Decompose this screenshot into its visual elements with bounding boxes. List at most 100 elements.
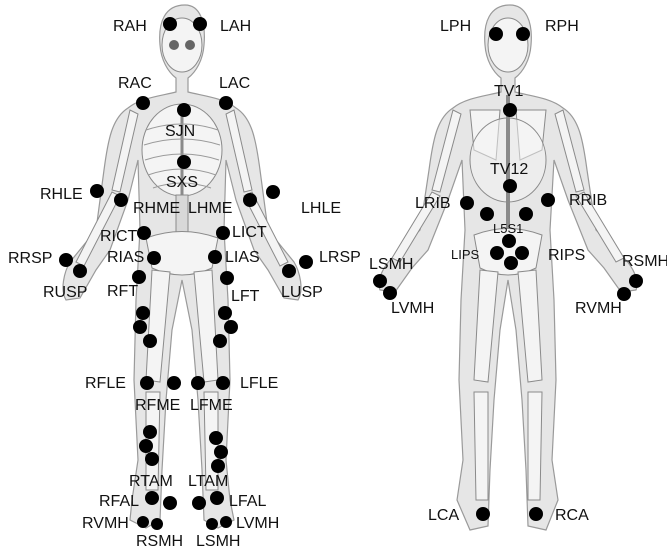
- marker-RIAS: [147, 251, 161, 265]
- marker-SJN: [177, 103, 191, 117]
- label-RIPS: RIPS: [548, 247, 585, 264]
- marker-RFME: [167, 376, 181, 390]
- label-LSMH: LSMH: [196, 533, 240, 550]
- marker-L-thigh-3: [213, 334, 227, 348]
- label-RPH: RPH: [545, 18, 579, 35]
- marker-RRSP: [59, 253, 73, 267]
- label-RTAM: RTAM: [129, 473, 173, 490]
- marker-RSMH: [629, 274, 643, 288]
- marker-L-shank-2: [214, 445, 228, 459]
- marker-RHLE: [90, 184, 104, 198]
- marker-R-thigh-3: [143, 334, 157, 348]
- marker-L5S1-right: [519, 207, 533, 221]
- label-RAC: RAC: [118, 75, 152, 92]
- marker-RFAL: [163, 496, 177, 510]
- marker-LFLE: [216, 376, 230, 390]
- label-LRIB: LRIB: [415, 195, 451, 212]
- label-RVMH: RVMH: [82, 515, 129, 532]
- marker-RSMH: [151, 518, 163, 530]
- label-LRSP: LRSP: [319, 249, 361, 266]
- label-LFME: LFME: [190, 397, 233, 414]
- label-RVMH: RVMH: [575, 300, 622, 317]
- label-TV12: TV12: [490, 161, 528, 178]
- marker-RAH: [163, 17, 177, 31]
- marker-RFLE: [140, 376, 154, 390]
- label-LAH: LAH: [220, 18, 251, 35]
- marker-LIAS: [208, 250, 222, 264]
- label-RIAS: RIAS: [107, 249, 144, 266]
- label-LIAS: LIAS: [225, 249, 260, 266]
- marker-LAH: [193, 17, 207, 31]
- label-LFT: LFT: [231, 288, 260, 305]
- label-RRSP: RRSP: [8, 250, 52, 267]
- marker-LHLE: [266, 185, 280, 199]
- marker-R-shank-1: [143, 425, 157, 439]
- marker-L5S1-left: [480, 207, 494, 221]
- marker-sacral: [504, 256, 518, 270]
- label-LPH: LPH: [440, 18, 471, 35]
- marker-RUSP: [73, 264, 87, 278]
- marker-LFT: [220, 271, 234, 285]
- marker-R-thigh-2: [133, 320, 147, 334]
- marker-RAC: [136, 96, 150, 110]
- marker-RFT: [132, 270, 146, 284]
- label-L5S1: L5S1: [493, 221, 523, 236]
- label-LAC: LAC: [219, 75, 250, 92]
- label-RHLE: RHLE: [40, 186, 83, 203]
- label-LVMH: LVMH: [236, 515, 279, 532]
- marker-SXS: [177, 155, 191, 169]
- label-RUSP: RUSP: [43, 284, 87, 301]
- label-RSMH: RSMH: [622, 253, 667, 270]
- marker-LVMH: [220, 516, 232, 528]
- marker-RPH: [516, 27, 530, 41]
- label-LHLE: LHLE: [301, 200, 341, 217]
- marker-LIPS: [490, 246, 504, 260]
- label-RFT: RFT: [107, 283, 138, 300]
- label-LUSP: LUSP: [281, 284, 323, 301]
- marker-LPH: [489, 27, 503, 41]
- marker-LRIB: [460, 196, 474, 210]
- marker-RTAM: [145, 491, 159, 505]
- label-SJN: SJN: [165, 123, 195, 140]
- front-figure: [63, 5, 301, 528]
- marker-LTAM: [210, 491, 224, 505]
- label-LFAL: LFAL: [229, 493, 266, 510]
- marker-L-shank-3: [211, 459, 225, 473]
- marker-LFME: [191, 376, 205, 390]
- marker-LFAL: [192, 496, 206, 510]
- label-RSMH: RSMH: [136, 533, 183, 550]
- marker-RHME: [114, 193, 128, 207]
- marker-LRSP: [299, 255, 313, 269]
- marker-TV12: [503, 179, 517, 193]
- marker-LAC: [219, 96, 233, 110]
- label-LFLE: LFLE: [240, 375, 278, 392]
- marker-RVMH: [617, 287, 631, 301]
- marker-R-shank-2: [139, 439, 153, 453]
- label-RRIB: RRIB: [569, 192, 607, 209]
- marker-L5S1: [502, 234, 516, 248]
- label-LSMH: LSMH: [369, 256, 413, 273]
- label-RCA: RCA: [555, 507, 589, 524]
- label-TV1: TV1: [494, 83, 523, 100]
- marker-LSMH: [373, 274, 387, 288]
- marker-RICT: [137, 226, 151, 240]
- marker-LUSP: [282, 264, 296, 278]
- marker-L-shank-1: [209, 431, 223, 445]
- label-SXS: SXS: [166, 174, 198, 191]
- marker-LSMH: [206, 518, 218, 530]
- marker-RRIB: [541, 193, 555, 207]
- label-LTAM: LTAM: [188, 473, 228, 490]
- marker-R-thigh-1: [136, 306, 150, 320]
- marker-L-thigh-1: [218, 306, 232, 320]
- label-LIPS: LIPS: [451, 247, 480, 262]
- label-RFAL: RFAL: [99, 493, 139, 510]
- marker-L-thigh-2: [224, 320, 238, 334]
- label-RFME: RFME: [135, 397, 180, 414]
- marker-LICT: [216, 226, 230, 240]
- marker-RIPS: [515, 246, 529, 260]
- label-RICT: RICT: [100, 228, 138, 245]
- label-LHME: LHME: [188, 200, 232, 217]
- label-RHME: RHME: [133, 200, 180, 217]
- marker-RVMH: [137, 516, 149, 528]
